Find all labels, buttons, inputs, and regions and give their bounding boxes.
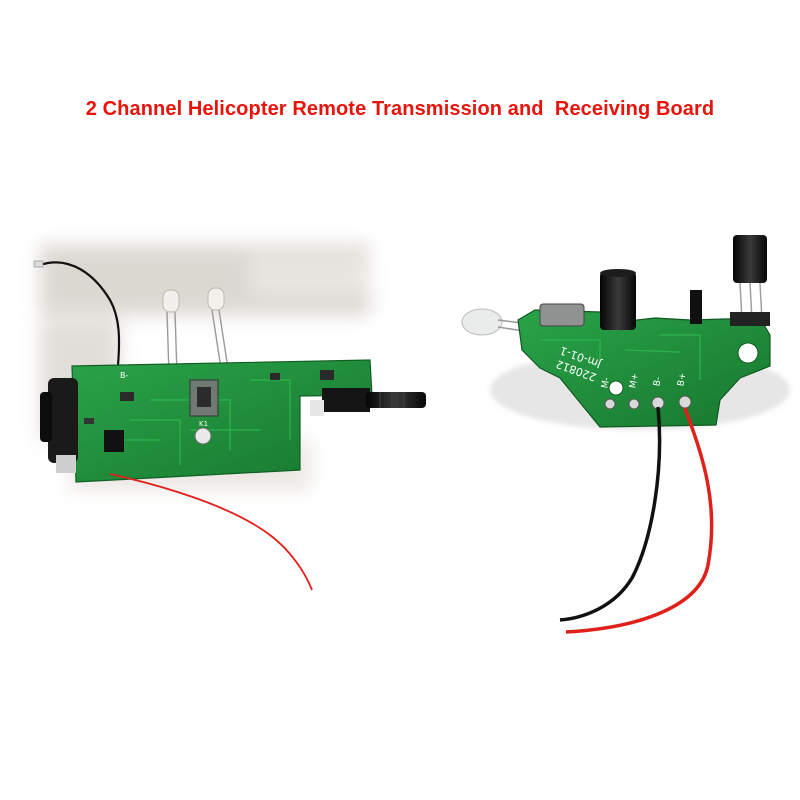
rx-pad-label-mminus: M- <box>600 377 612 390</box>
headline-title: 2 Channel Helicopter Remote Transmission… <box>85 98 715 120</box>
rx-pad-label-mplus: M+ <box>628 372 641 389</box>
led-left <box>162 289 180 376</box>
tx-label-k1: K1 <box>199 420 208 428</box>
rx-pad-label-bminus: B- <box>652 376 663 387</box>
tx-label-bminus: B- <box>120 371 128 380</box>
rx-pad-label-bplus: B+ <box>676 372 688 387</box>
receiver-board: 220812 Jm-01-1 M- M+ B- B+ <box>461 235 790 634</box>
transmitter-board: B- K1 <box>33 245 426 591</box>
